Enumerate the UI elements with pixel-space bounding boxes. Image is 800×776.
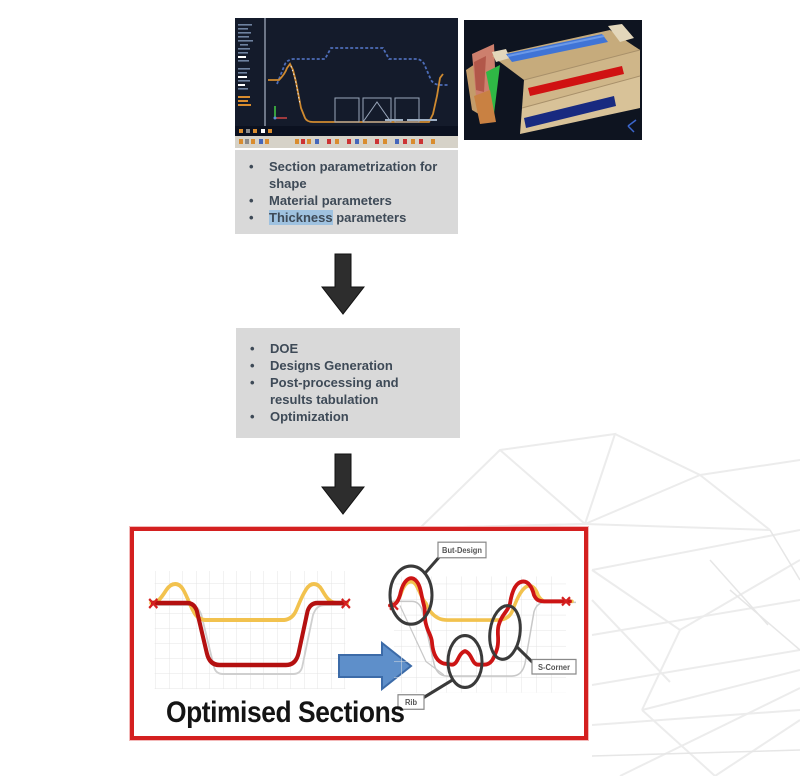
highlighted-word: Thickness: [269, 210, 333, 225]
list-item: • Thickness parameters: [235, 209, 458, 226]
item-text: Section parametrization for shape: [269, 159, 438, 191]
baseline-section-chart: [148, 571, 351, 689]
reference-curve: [154, 604, 346, 675]
cad-section-screenshot: [235, 18, 458, 148]
callout-label-design: But-Design: [442, 546, 482, 555]
bullet-icon: •: [249, 159, 254, 174]
list-item: • Optimization: [236, 408, 460, 425]
axis-triad-icon: [273, 106, 287, 120]
bullet-icon: •: [250, 358, 255, 373]
bullet-icon: •: [250, 341, 255, 356]
cad-toolbar-icons: [239, 139, 435, 144]
bullet-icon: •: [250, 375, 255, 390]
model-navy-stripe: [524, 96, 616, 128]
item-text: Material parameters: [269, 193, 392, 208]
list-item: • Material parameters: [235, 192, 458, 209]
list-item: • Designs Generation: [236, 357, 460, 374]
red-curve: [388, 576, 572, 667]
item-text: Optimization: [270, 409, 349, 424]
callout-label-rib: Rib: [405, 698, 417, 707]
bullet-icon: •: [249, 210, 254, 225]
list-item: • Section parametrization for shape: [235, 158, 458, 192]
item-text: Thickness parameters: [269, 209, 406, 226]
cad-blue-profile: [276, 47, 449, 86]
panel-caption: Optimised Sections: [166, 696, 405, 729]
red-curve: [151, 600, 348, 668]
cad-orange-profile: [268, 62, 444, 123]
callout-circles: [388, 564, 522, 690]
bullet-icon: •: [250, 409, 255, 424]
cad-status-text: [385, 119, 437, 121]
item-text: DOE: [270, 341, 299, 356]
background-mesh-graphic: [417, 432, 800, 776]
cad-inner-rects: [334, 97, 420, 123]
optimised-section-chart: But-Design S-Corner Rib: [388, 541, 577, 710]
3d-beam-model-image: [464, 20, 642, 140]
item-text-rest: parameters: [332, 210, 407, 225]
list-item: • DOE: [236, 340, 460, 357]
list-item: • Post-processing and results tabulation: [236, 374, 460, 408]
doe-box: • DOE • Designs Generation • Post-proces…: [236, 328, 460, 438]
yellow-curve: [388, 579, 574, 622]
item-text: Designs Generation: [270, 358, 393, 373]
callout-label-corner: S-Corner: [538, 663, 570, 672]
down-arrow-icon: [321, 453, 365, 515]
model-red-stripe: [528, 66, 624, 96]
model-green-face: [486, 65, 500, 114]
item-text: Post-processing and results tabulation: [270, 375, 399, 407]
cad-statusbar-icons: [239, 129, 272, 133]
bullet-icon: •: [249, 193, 254, 208]
optimised-sections-panel: But-Design S-Corner Rib Optimised Sectio…: [130, 527, 588, 740]
cad-model-tree: [238, 24, 253, 106]
yellow-curve: [149, 582, 350, 622]
x-marker-icon: [148, 598, 351, 609]
parameters-box: • Section parametrization for shape • Ma…: [235, 150, 458, 234]
cad-toolbar: [235, 136, 458, 148]
model-axis-icon: [627, 119, 637, 133]
down-arrow-icon: [321, 253, 365, 315]
